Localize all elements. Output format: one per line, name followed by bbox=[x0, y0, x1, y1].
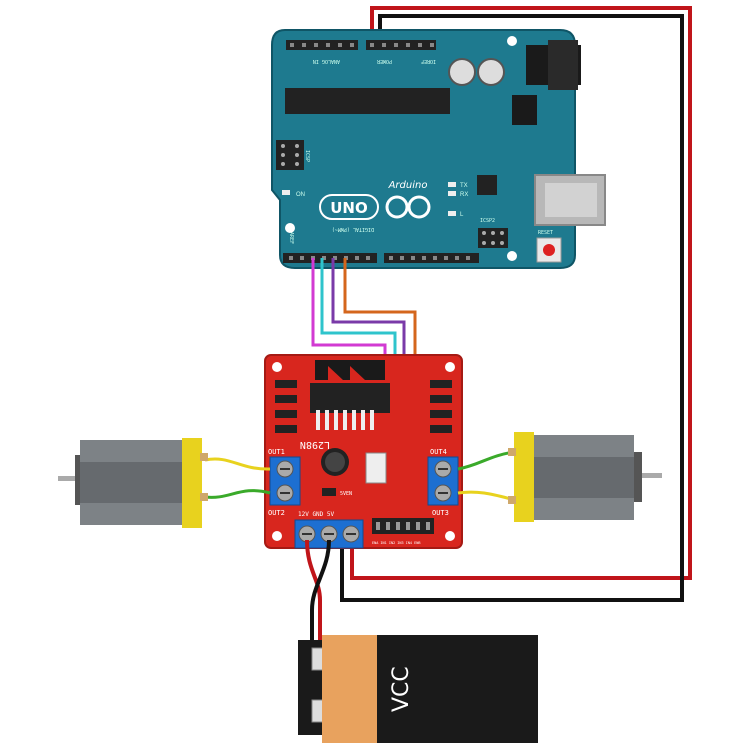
battery-wire-black bbox=[310, 539, 331, 705]
tx-led bbox=[448, 182, 456, 187]
side-diodes-left bbox=[275, 380, 297, 433]
arduino-uno-board: ANALOG IN POWER IOREF ICSP ON bbox=[271, 29, 606, 269]
motor-wires-left bbox=[204, 457, 271, 499]
out4-label: OUT4 bbox=[430, 448, 447, 456]
ioref-label: IOREF bbox=[421, 58, 436, 64]
5ven-label: 5VEN bbox=[340, 491, 352, 497]
input-header bbox=[372, 518, 434, 534]
atmega-chip bbox=[285, 88, 450, 114]
uno-text: UNO bbox=[330, 199, 368, 217]
driver-regulator bbox=[365, 452, 387, 484]
out3-out4-terminal bbox=[427, 456, 459, 506]
right-dc-motor bbox=[508, 432, 662, 522]
analog-header bbox=[286, 40, 358, 50]
on-label: ON bbox=[296, 192, 305, 198]
infinity-logo-left bbox=[385, 195, 409, 219]
l-led bbox=[448, 211, 456, 216]
icsp-header bbox=[276, 140, 304, 170]
right-motor-shaft bbox=[640, 473, 662, 478]
wire-left-green bbox=[204, 489, 271, 499]
power-label: POWER bbox=[376, 58, 392, 64]
wire-5v-red bbox=[350, 6, 692, 580]
l298n-chip bbox=[310, 383, 390, 413]
power-header bbox=[366, 40, 436, 50]
side-diodes-right bbox=[430, 380, 452, 433]
uno-logo: UNO bbox=[319, 194, 431, 220]
arduino-power-wires bbox=[340, 6, 692, 602]
out1-label: OUT1 bbox=[268, 448, 285, 456]
reset-label: RESET bbox=[538, 230, 553, 236]
infinity-logo-right bbox=[407, 195, 431, 219]
wire-right-green bbox=[457, 450, 516, 471]
wire-gnd-black bbox=[340, 14, 684, 602]
usb-chip bbox=[477, 175, 497, 195]
wire-right-yellow bbox=[457, 490, 516, 502]
power-terminal-label: 12V GND 5V bbox=[298, 511, 335, 518]
capacitor-2 bbox=[477, 58, 505, 86]
5v-enable-jumper bbox=[322, 488, 336, 496]
digital-header-2 bbox=[384, 253, 479, 263]
battery-9v: VCC bbox=[298, 635, 538, 743]
motor-wires-right bbox=[457, 450, 516, 502]
wire-left-yellow bbox=[204, 457, 271, 471]
icsp2-header bbox=[478, 228, 508, 248]
input-pins-label: ENA IN1 IN2 IN3 IN4 ENB bbox=[372, 541, 420, 545]
digital-pwm-label: DIGITAL (PWM~) bbox=[332, 226, 374, 232]
left-motor-shaft bbox=[58, 476, 78, 481]
out3-label: OUT3 bbox=[432, 509, 449, 517]
tx-label: TX bbox=[460, 183, 468, 189]
battery-wire-red bbox=[305, 539, 322, 650]
arduino-brand: Arduino bbox=[388, 180, 428, 191]
chip-label: L298N bbox=[300, 439, 330, 450]
analog-in-label: ANALOG IN bbox=[313, 58, 340, 64]
l-label: L bbox=[460, 212, 464, 218]
battery-wires bbox=[305, 539, 331, 705]
battery-label: VCC bbox=[389, 666, 414, 712]
rx-led bbox=[448, 191, 456, 196]
l298n-driver-board: L298N 5VEN OUT1 OUT2 bbox=[264, 354, 463, 549]
rx-label: RX bbox=[460, 192, 468, 198]
digital-header-1 bbox=[283, 253, 377, 263]
left-dc-motor bbox=[58, 438, 208, 528]
on-led bbox=[282, 190, 290, 195]
icsp-label: ICSP bbox=[304, 150, 310, 162]
capacitor-1 bbox=[448, 58, 476, 86]
aref-label: AREF bbox=[288, 232, 294, 244]
out1-out2-terminal bbox=[269, 456, 301, 506]
out2-label: OUT2 bbox=[268, 509, 285, 517]
voltage-regulator bbox=[512, 95, 537, 125]
icsp2-label: ICSP2 bbox=[480, 218, 495, 224]
